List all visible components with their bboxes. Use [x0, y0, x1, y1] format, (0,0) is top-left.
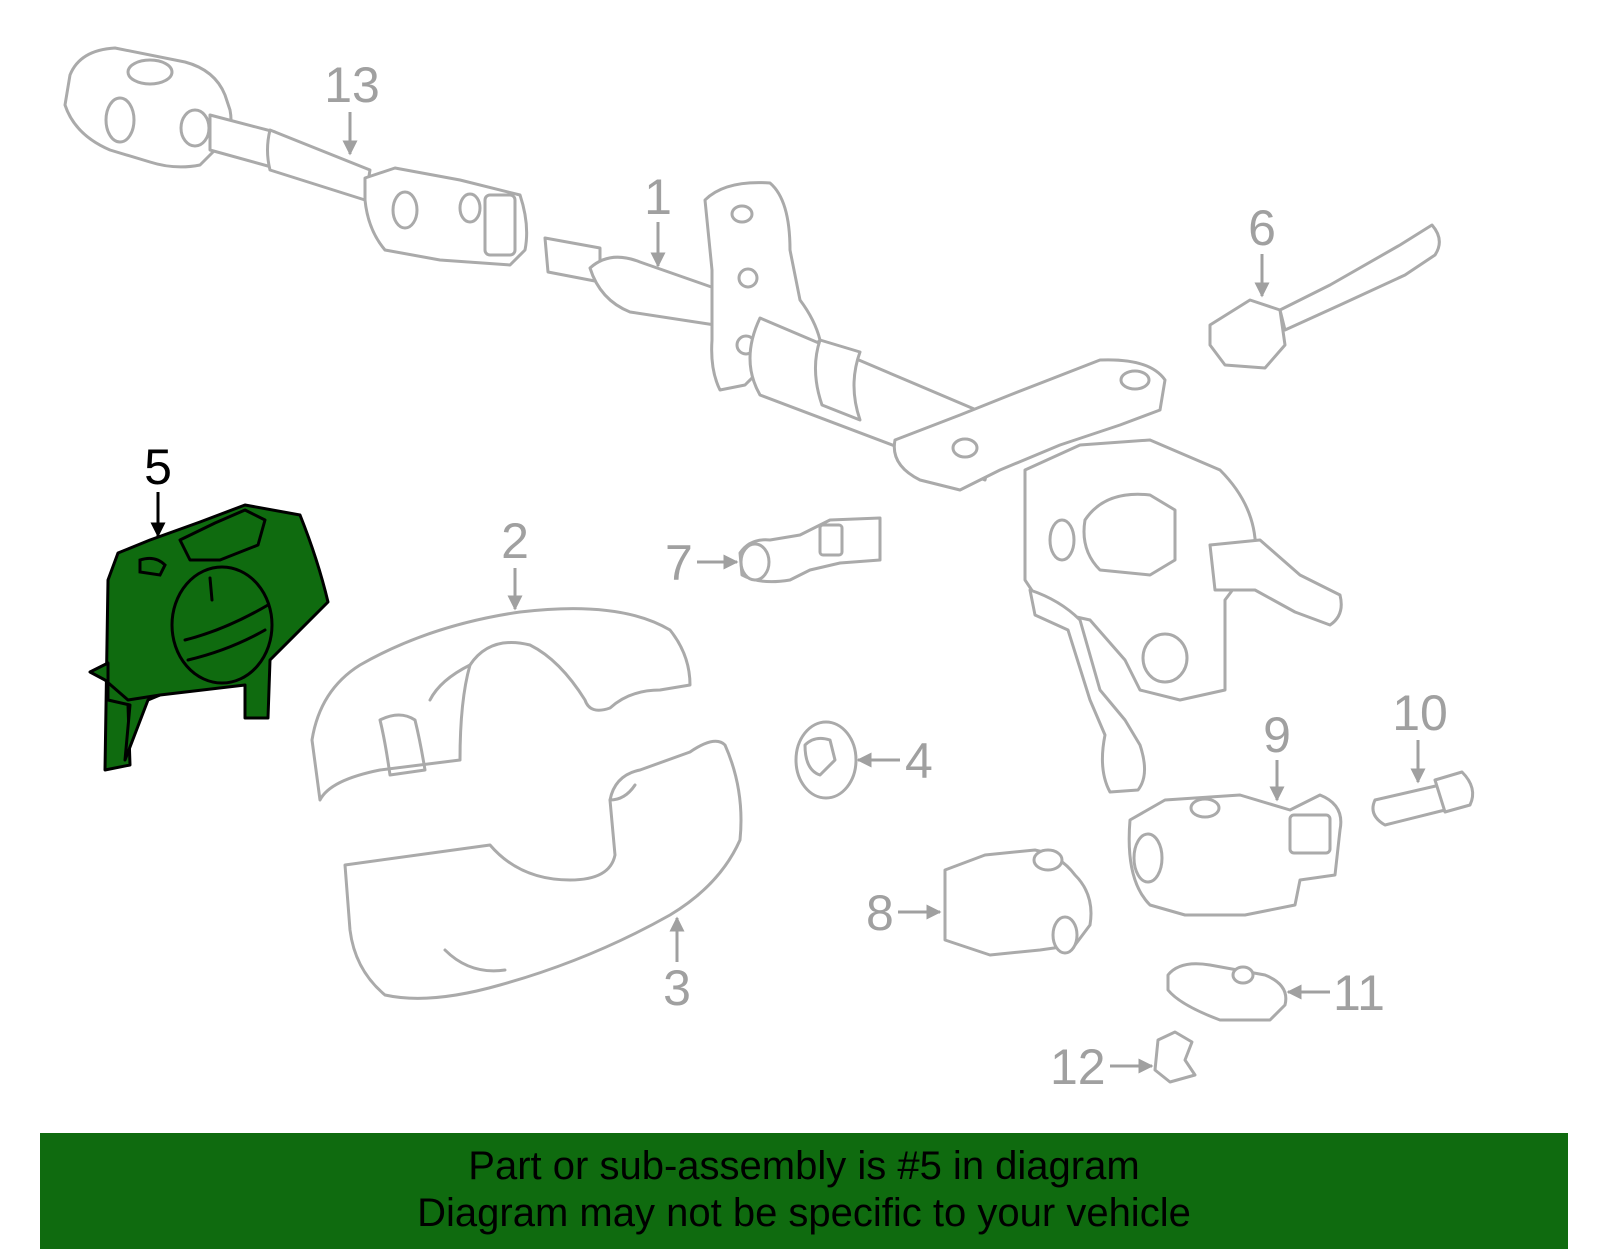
svg-text:5: 5	[144, 439, 172, 495]
callout-2: 2	[501, 513, 529, 611]
svg-text:3: 3	[663, 960, 691, 1016]
svg-text:12: 12	[1050, 1039, 1106, 1095]
callout-1: 1	[644, 169, 672, 268]
callout-6: 6	[1248, 200, 1276, 298]
svg-text:8: 8	[866, 885, 894, 941]
svg-text:6: 6	[1248, 200, 1276, 256]
callout-10: 10	[1392, 685, 1448, 784]
callout-9: 9	[1263, 707, 1291, 802]
part-5-highlighted-bracket[interactable]	[88, 503, 330, 772]
svg-text:2: 2	[501, 513, 529, 569]
part-13-intermediate-shaft[interactable]	[63, 46, 529, 267]
svg-text:11: 11	[1333, 965, 1385, 1021]
part-9-lock-housing[interactable]	[1127, 793, 1343, 917]
svg-text:10: 10	[1392, 685, 1448, 741]
callout-7: 7	[665, 535, 739, 591]
svg-text:13: 13	[324, 57, 380, 113]
callout-11: 11	[1286, 965, 1385, 1021]
callout-3: 3	[663, 916, 691, 1016]
svg-text:7: 7	[665, 535, 693, 591]
part-11-sensor[interactable]	[1166, 962, 1288, 1022]
part-2-upper-shroud[interactable]	[310, 607, 692, 802]
part-10-bolt[interactable]	[1371, 770, 1475, 827]
part-1-steering-column[interactable]	[543, 181, 1343, 794]
callout-12: 12	[1050, 1039, 1154, 1095]
callout-4: 4	[856, 733, 933, 789]
callout-5: 5	[144, 439, 172, 538]
part-4-clip[interactable]	[794, 720, 858, 800]
svg-text:9: 9	[1263, 707, 1291, 763]
banner-line-2: Diagram may not be specific to your vehi…	[417, 1191, 1191, 1235]
svg-text:4: 4	[905, 733, 933, 789]
part-3-lower-shroud[interactable]	[343, 739, 743, 1000]
part-8-module[interactable]	[943, 848, 1093, 957]
info-banner: Part or sub-assembly is #5 in diagram Di…	[40, 1133, 1568, 1249]
part-6-wiper-switch[interactable]	[1208, 223, 1441, 370]
part-7-connector[interactable]	[738, 516, 882, 584]
part-12-clip[interactable]	[1153, 1030, 1197, 1084]
svg-text:1: 1	[644, 169, 672, 225]
callout-8: 8	[866, 885, 942, 941]
callout-13: 13	[324, 57, 380, 156]
banner-line-1: Part or sub-assembly is #5 in diagram	[468, 1144, 1140, 1188]
